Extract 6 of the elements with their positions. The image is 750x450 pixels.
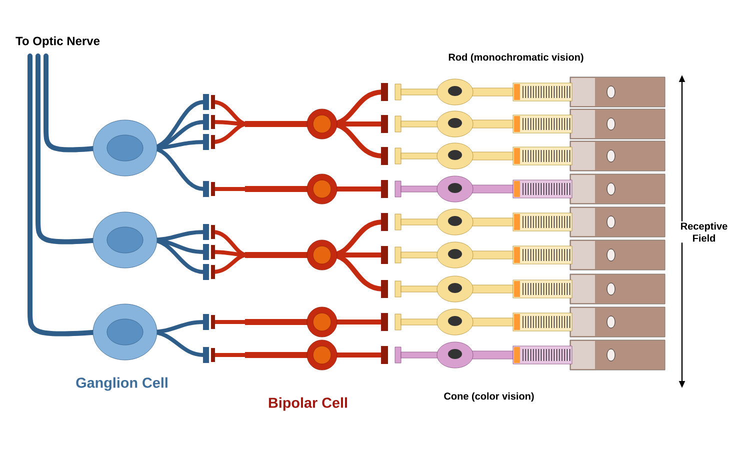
- cone-label: Cone (color vision): [444, 392, 534, 402]
- bipolar-cell-label: Bipolar Cell: [268, 397, 347, 411]
- rod-label: Rod (monochromatic vision): [448, 53, 584, 63]
- receptive-field-label: Receptive Field: [675, 221, 733, 243]
- ganglion-cell-label: Ganglion Cell: [76, 377, 168, 391]
- title-label: To Optic Nerve: [16, 36, 100, 48]
